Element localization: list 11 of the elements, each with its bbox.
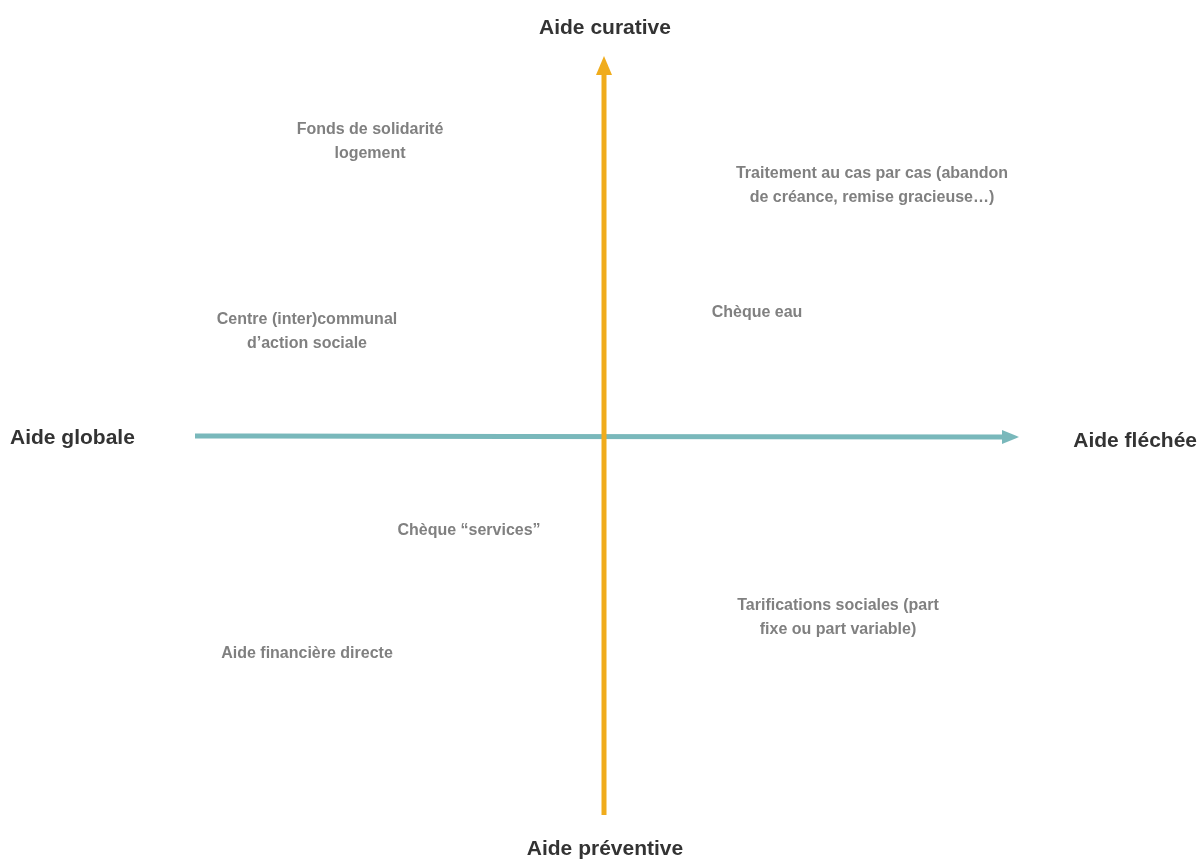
quadrant-item-label: Tarifications sociales (part fixe ou part variable) — [737, 596, 939, 637]
quadrant-item-label: Fonds de solidarité logement — [296, 120, 444, 161]
quadrant-item-label: Centre (inter)communal d’action sociale — [216, 310, 398, 351]
quadrant-item-label: Chèque eau — [711, 303, 803, 320]
axis-label: Aide curative — [539, 15, 671, 38]
axis-label: Aide globale — [10, 425, 135, 448]
axis-label: Aide fléchée — [1073, 428, 1197, 451]
quadrant-item-label: Chèque “services” — [397, 521, 541, 538]
axis-label: Aide préventive — [526, 836, 684, 859]
quadrant-item-label: Aide financière directe — [221, 644, 393, 661]
quadrant-item-label: Traitement au cas par cas (abandon de créance, remise gracieuse…) — [735, 164, 1009, 205]
